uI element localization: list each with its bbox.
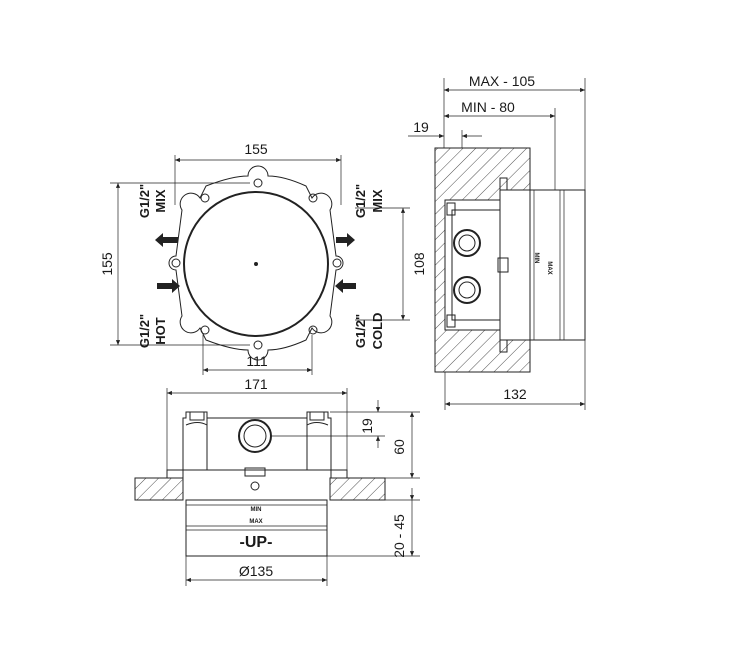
body-circle (183, 191, 329, 337)
label-up: -UP- (240, 534, 273, 551)
port-arrows (155, 233, 356, 293)
wall-section (434, 147, 531, 373)
bottom-cover (185, 499, 328, 557)
port-top-left-label: MIX (153, 189, 168, 212)
dim-bottom-offset: 19 (359, 418, 375, 434)
mounting-lugs (171, 178, 342, 350)
dim-bottom-width: 171 (244, 376, 268, 392)
dim-height-right: 108 (411, 252, 427, 276)
dim-bottom-range: 20 - 45 (391, 514, 407, 558)
bottom-body (206, 417, 308, 471)
side-back-plate (451, 209, 501, 321)
port-top-left-thread: G1/2" (137, 184, 152, 218)
dim-width-top: 155 (244, 141, 268, 157)
center-point (254, 262, 258, 266)
dim-min: MIN - 80 (461, 99, 515, 115)
side-cover (529, 189, 586, 341)
dim-depth: 132 (503, 386, 527, 402)
bottom-view: MIN MAX -UP- 171 19 60 20 - 45 Ø135 (134, 376, 420, 586)
side-body (499, 189, 531, 341)
side-mark-min: MIN (533, 253, 539, 264)
bottom-mark-max: MAX (249, 519, 262, 525)
dim-height-left: 155 (99, 252, 115, 276)
dim-width-bottom: 111 (246, 353, 267, 369)
port-top-right-label: MIX (370, 189, 385, 212)
front-view: 155 155 108 111 G1/2" MIX G1/2" MIX G1/2… (99, 141, 427, 375)
side-view: MIN MAX MAX - 105 MIN - 80 19 132 (408, 73, 586, 410)
dim-side-offset: 19 (413, 119, 429, 135)
port-top-right-thread: G1/2" (353, 184, 368, 218)
bottom-mark-min: MIN (251, 507, 262, 513)
side-mark-max: MAX (546, 261, 552, 274)
port-bottom-left-thread: G1/2" (137, 314, 152, 348)
side-port-upper (453, 229, 481, 257)
port-bottom-right-label: COLD (370, 313, 385, 350)
port-bottom-left-label: HOT (153, 317, 168, 345)
dim-max: MAX - 105 (469, 73, 535, 89)
side-port-lower (453, 276, 481, 304)
dim-bottom-height: 60 (391, 439, 407, 455)
wall-left (134, 477, 184, 501)
bottom-port (238, 419, 272, 453)
dim-diameter: Ø135 (239, 563, 273, 579)
port-bottom-right-thread: G1/2" (353, 314, 368, 348)
wall-right (329, 477, 386, 501)
